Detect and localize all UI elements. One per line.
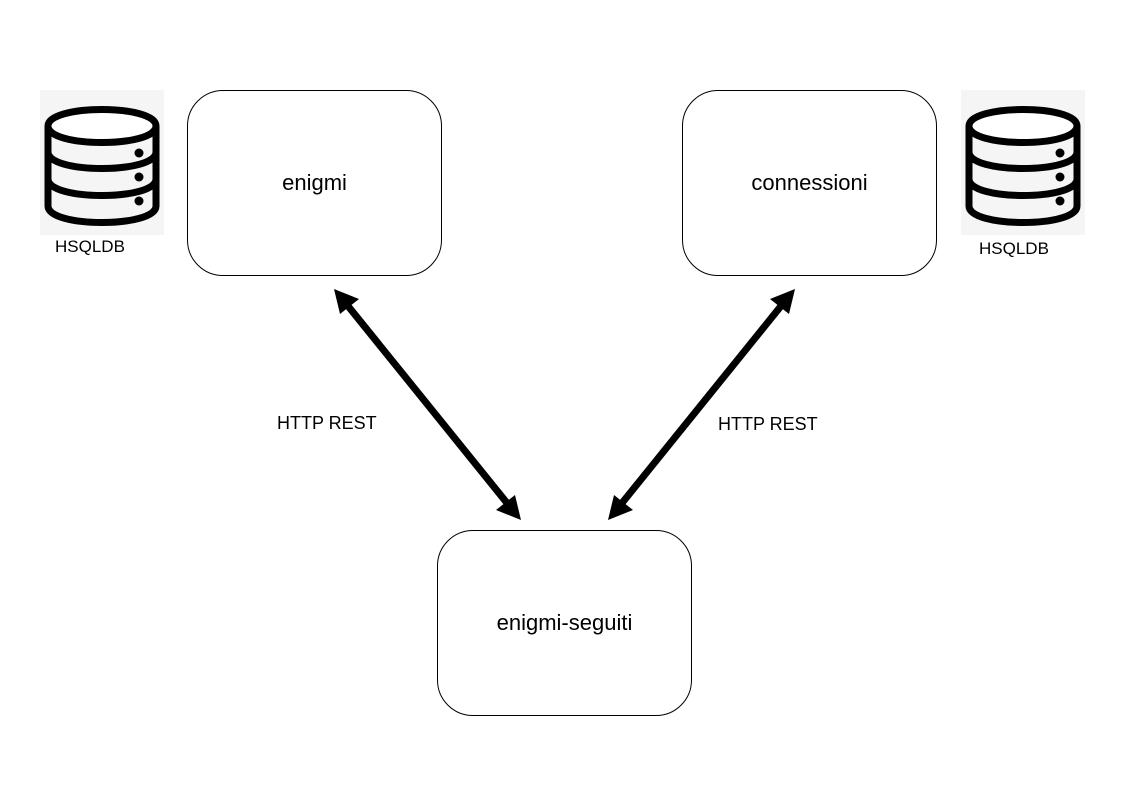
database-label-right: HSQLDB <box>979 239 1049 258</box>
arrowhead-icon <box>334 289 359 314</box>
edge-label-left: HTTP REST <box>277 413 377 433</box>
database-icon <box>44 106 160 226</box>
arrowhead-icon <box>608 495 633 520</box>
database-icon <box>965 106 1081 226</box>
database-icon-right <box>961 90 1085 235</box>
edge-label-right: HTTP REST <box>718 414 818 434</box>
service-node-connessioni[interactable]: connessioni <box>682 90 937 276</box>
arrowhead-icon <box>770 289 795 314</box>
service-node-label: enigmi <box>282 170 347 195</box>
service-node-label: enigmi-seguiti <box>496 610 633 635</box>
service-node-label: connessioni <box>751 170 868 195</box>
database-label-left: HSQLDB <box>55 237 125 256</box>
service-node-enigmi-seguiti[interactable]: enigmi-seguiti <box>437 530 692 716</box>
database-icon-left <box>40 90 164 235</box>
service-node-enigmi[interactable]: enigmi <box>187 90 442 276</box>
connector-enigmi-seguiti-to-connessioni <box>608 289 795 520</box>
connector-enigmi-seguiti-to-enigmi <box>334 289 521 520</box>
arrowhead-icon <box>496 495 521 520</box>
